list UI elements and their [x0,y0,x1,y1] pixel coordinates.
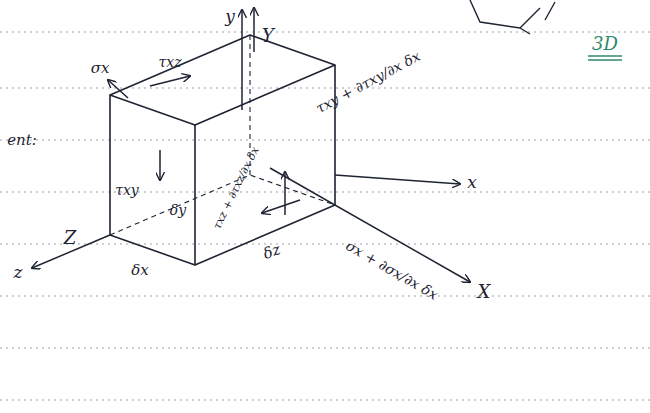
force-label: X [478,283,491,301]
axis-label: z [14,264,23,281]
ruled-lines [0,32,650,400]
partial-sketch [470,0,555,34]
force-label: Z [64,229,77,247]
axes-and-stress-arrows [32,8,470,282]
axis-label: y [225,8,235,25]
force-label: Y [262,27,274,45]
stress-label: τxy [115,183,139,197]
stress-label: τxz [158,55,181,69]
stress-label: σx [91,61,110,76]
axis-label: x [467,174,477,191]
stress-gradient-label: τxy + ∂τxy/∂x δx [314,49,423,116]
stress-gradient-label: σx + ∂σx/∂x δx [344,238,441,302]
dimension-label: δy [170,203,186,217]
heading-note: 3D [592,35,618,53]
dimension-label: δx [131,263,149,278]
cube [110,35,335,265]
dimension-label: δz [261,242,282,262]
heading-underline [588,56,622,60]
note-text: ent: [7,133,37,148]
